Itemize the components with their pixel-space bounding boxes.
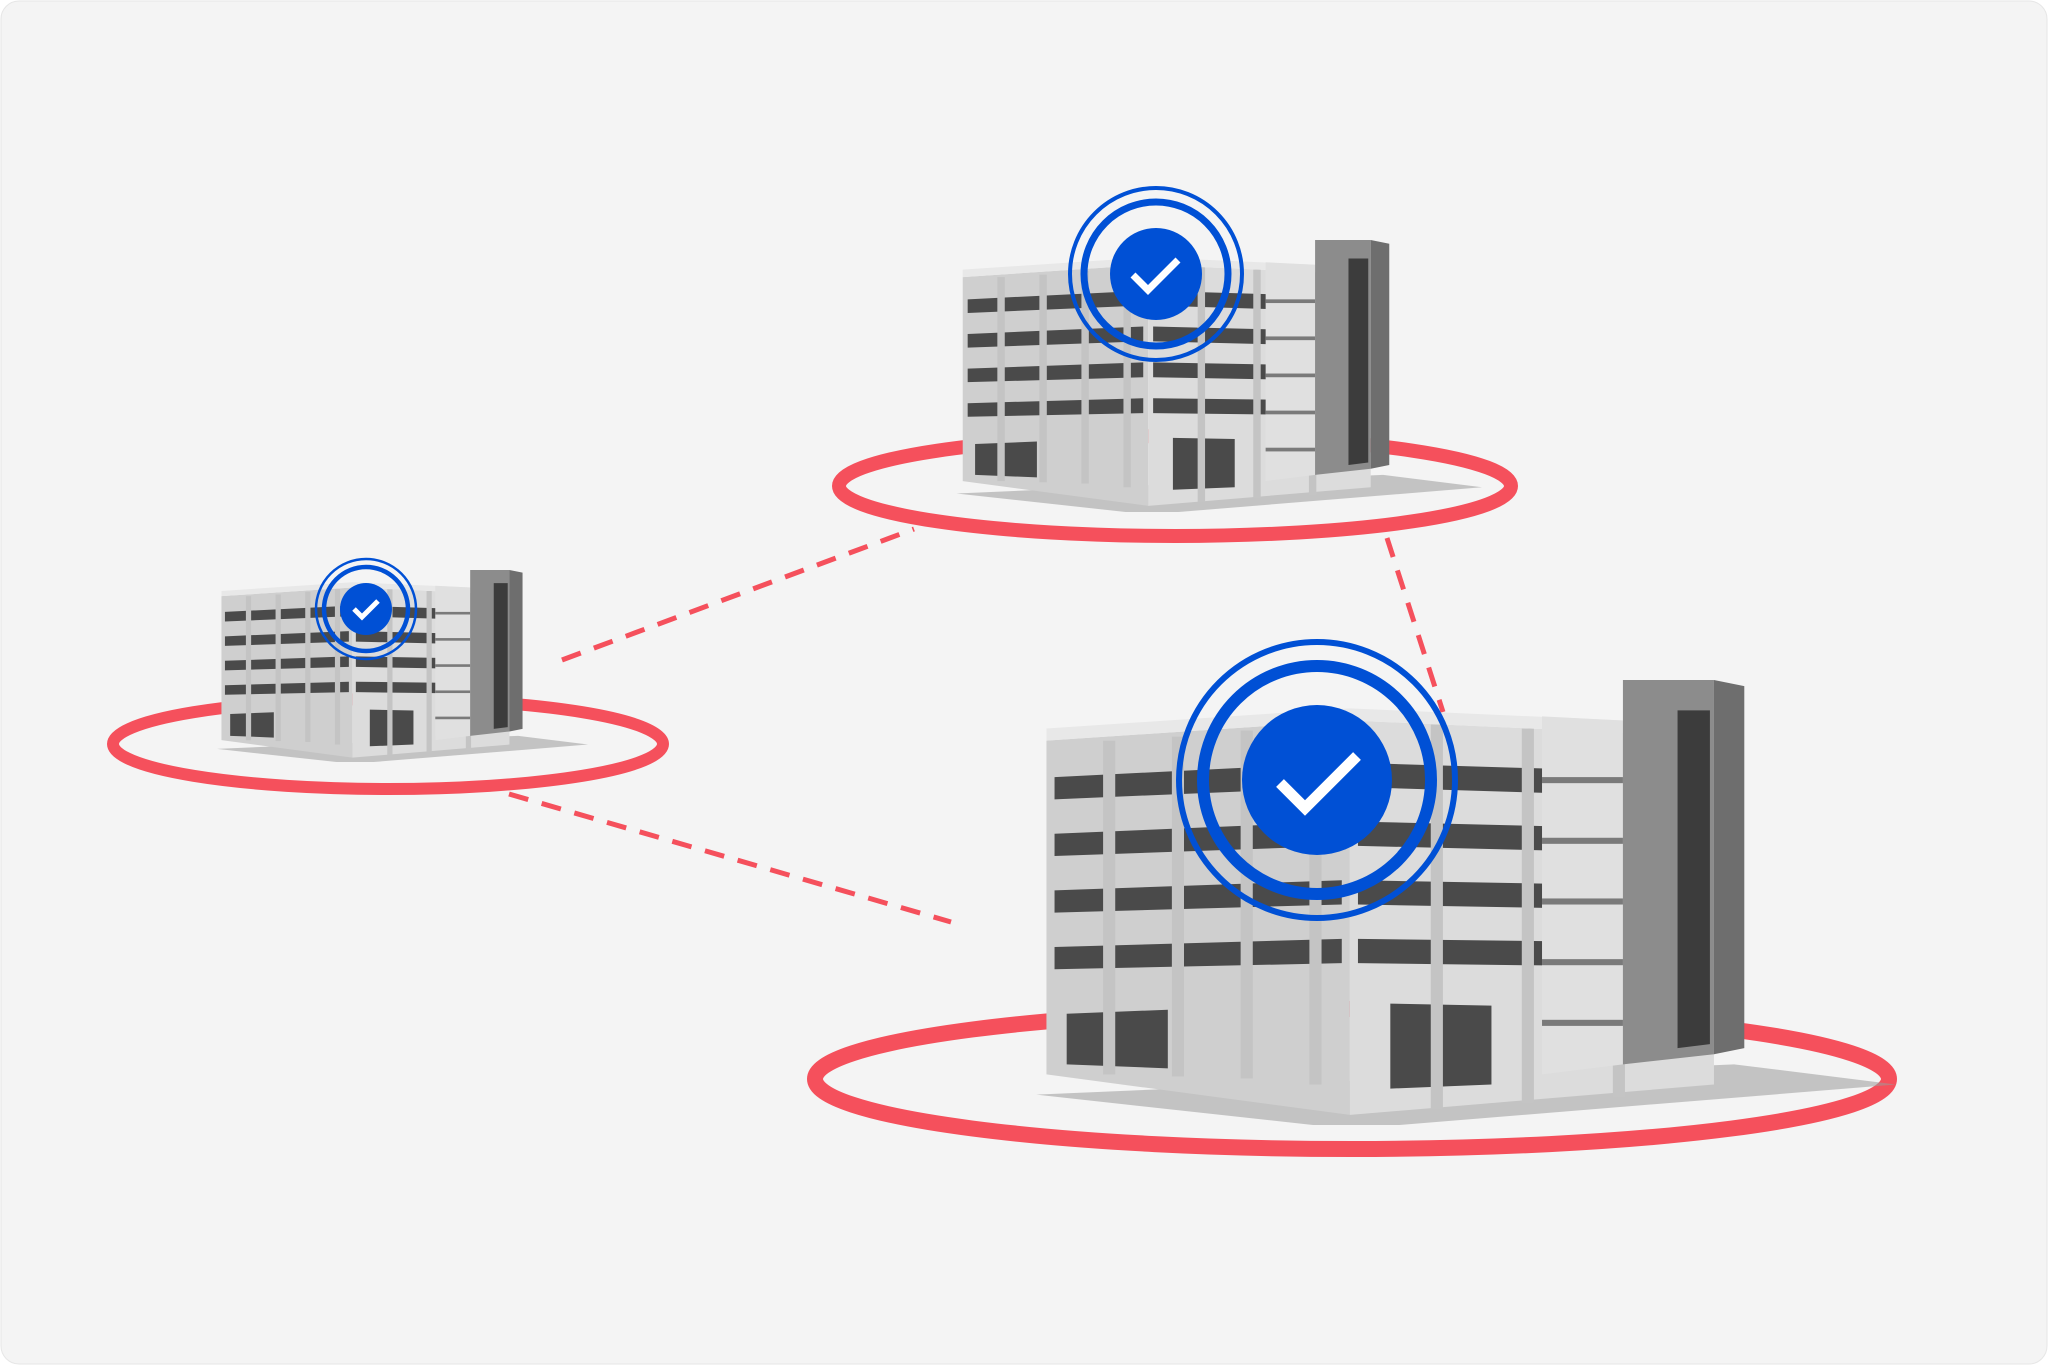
connector-left-right [508,791,952,925]
verified-check-icon [1130,257,1181,295]
verified-badge-top[interactable] [1068,186,1244,362]
connection-lines [508,526,1446,925]
verified-check-icon [352,599,380,621]
verified-check-icon [1276,752,1361,816]
verified-badge-left[interactable] [314,557,418,661]
verified-badge-right[interactable] [1176,639,1458,921]
connector-left-top [561,526,915,663]
connector-top-right [1384,537,1446,713]
